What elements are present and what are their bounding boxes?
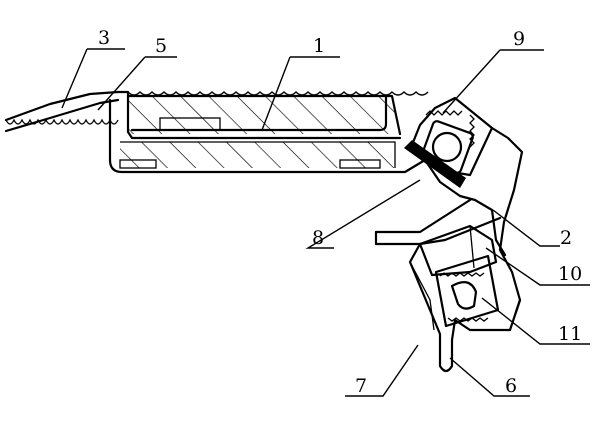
part-2-profile bbox=[374, 126, 524, 373]
part-10-insert bbox=[418, 224, 498, 277]
part-8-strip bbox=[404, 140, 466, 188]
label-10: 10 bbox=[558, 263, 582, 285]
label-9: 9 bbox=[513, 28, 525, 50]
label-2: 2 bbox=[560, 227, 572, 249]
label-3: 3 bbox=[98, 27, 110, 49]
part-3-sheet bbox=[4, 90, 120, 133]
label-7: 7 bbox=[355, 375, 367, 397]
label-6: 6 bbox=[505, 375, 517, 397]
label-1: 1 bbox=[313, 35, 325, 57]
label-5: 5 bbox=[155, 35, 167, 57]
part-1-panel bbox=[119, 94, 402, 169]
leader-lines bbox=[61, 48, 590, 397]
label-8: 8 bbox=[312, 227, 324, 249]
part-9-seal bbox=[408, 96, 494, 177]
part-11-seal bbox=[434, 254, 500, 328]
label-11: 11 bbox=[558, 323, 582, 345]
